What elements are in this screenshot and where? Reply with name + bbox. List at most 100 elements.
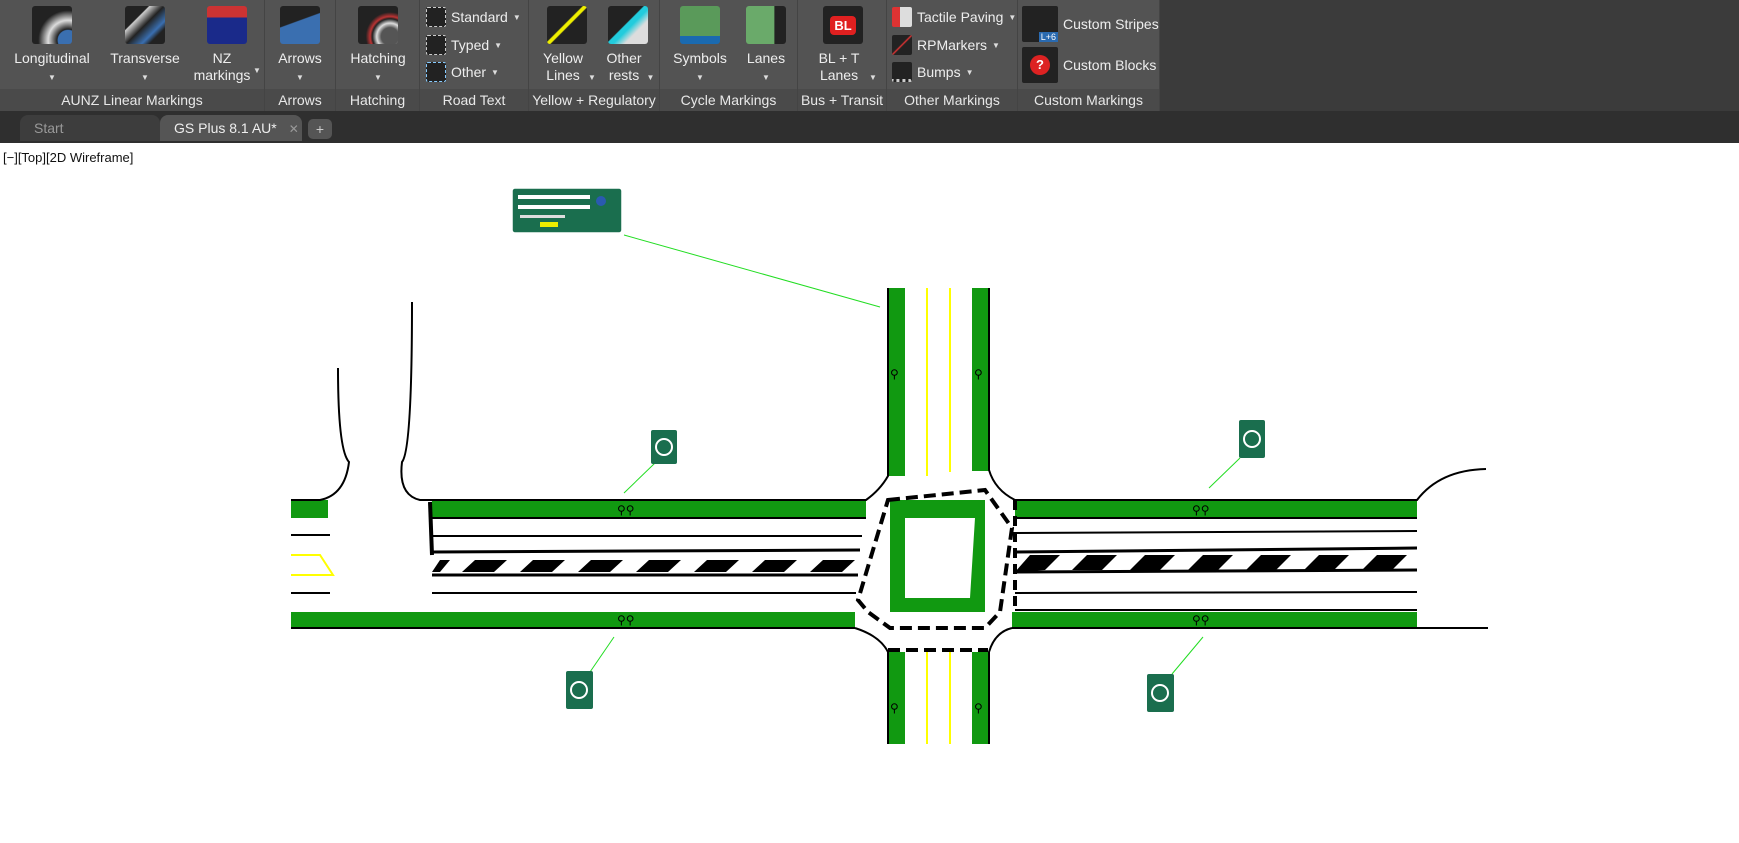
panel-cycle-markings: Symbols▼ Lanes▼ Cycle Markings — [660, 0, 798, 111]
label: Standard — [451, 9, 508, 25]
bl-t-lanes-button[interactable]: BL BL + T Lanes ▼ — [804, 4, 882, 86]
chevron-down-icon: ▼ — [141, 73, 149, 82]
standard-button[interactable]: Standard ▼ — [426, 5, 521, 29]
rpmarkers-button[interactable]: RPMarkers▼ — [892, 33, 1000, 57]
svg-text:⚲⚲: ⚲⚲ — [1192, 503, 1210, 517]
custom-stripes-icon: L+6 — [1022, 6, 1058, 42]
cycle-lane-south-left — [888, 652, 905, 744]
cycle-box — [890, 500, 985, 612]
cycle-lane-north-left — [888, 288, 905, 476]
chevron-down-icon: ▼ — [494, 40, 503, 50]
cycle-lane-stub — [291, 500, 328, 518]
ribbon: Longitudinal▼ Transverse▼ NZ markings▼ A… — [0, 0, 1739, 111]
viewport-controls[interactable]: [−][Top][2D Wireframe] — [3, 150, 134, 165]
label: Typed — [451, 37, 490, 53]
yellow-lines-icon — [547, 6, 587, 44]
lanes-button[interactable]: Lanes▼ — [738, 4, 794, 86]
label: BL + T Lanes — [818, 50, 860, 83]
label: Tactile Paving — [917, 9, 1004, 25]
tab-label: GS Plus 8.1 AU* — [174, 120, 277, 136]
cycle-sign — [1147, 674, 1174, 712]
svg-text:⚲: ⚲ — [890, 701, 899, 715]
yellow-lines-button[interactable]: Yellow Lines▼ — [537, 4, 597, 86]
bl-badge: BL — [830, 15, 856, 35]
panel-road-text: Standard ▼ Typed ▼ Other▼ Road Text — [420, 0, 529, 111]
svg-text:⚲⚲: ⚲⚲ — [617, 503, 635, 517]
road-text-icon — [426, 7, 446, 27]
panel-label: Cycle Markings — [660, 89, 797, 111]
label: Transverse — [110, 50, 180, 66]
close-tab-icon[interactable]: ✕ — [288, 122, 299, 136]
transverse-button[interactable]: Transverse ▼ — [105, 4, 185, 86]
label: Hatching — [350, 50, 406, 66]
label: RPMarkers — [917, 37, 988, 53]
stripes-badge: L+6 — [1038, 32, 1058, 42]
arrows-button[interactable]: Arrows▼ — [270, 4, 330, 86]
longitudinal-icon — [32, 6, 72, 44]
panel-label: Road Text — [420, 89, 528, 111]
rpmarkers-icon — [892, 35, 912, 55]
symbols-button[interactable]: Symbols▼ — [670, 4, 730, 86]
cycle-signs — [511, 187, 1265, 712]
panel-label: Custom Markings — [1018, 89, 1159, 111]
label: Bumps — [917, 64, 961, 80]
svg-text:⚲⚲: ⚲⚲ — [1192, 613, 1210, 627]
nz-flag-icon — [207, 6, 247, 44]
chevron-down-icon: ▼ — [48, 73, 56, 82]
chevron-down-icon: ▼ — [1008, 12, 1017, 22]
typed-button[interactable]: Typed ▼ — [426, 33, 502, 57]
tactile-paving-button[interactable]: Tactile Paving ▼ — [892, 5, 1016, 29]
road-text-icon — [426, 35, 446, 55]
label: Symbols — [673, 50, 727, 66]
panel-other-markings: Tactile Paving ▼ RPMarkers▼ Bumps▼ Other … — [887, 0, 1018, 111]
cycle-lane-right-bottom — [1012, 612, 1417, 628]
file-tabs: Start GS Plus 8.1 AU* ✕ + — [0, 111, 1739, 143]
yellow-lines — [291, 288, 951, 744]
chevron-down-icon: ▼ — [512, 12, 521, 22]
cycle-sign — [566, 671, 593, 709]
chevron-down-icon: ▼ — [491, 67, 499, 77]
chevron-down-icon: ▼ — [253, 66, 261, 75]
custom-blocks-button[interactable]: ?Custom Blocks — [1022, 47, 1156, 83]
hatching-bars — [432, 555, 1407, 572]
svg-text:⚲: ⚲ — [974, 367, 983, 381]
hatching-icon — [358, 6, 398, 44]
cycle-lane-south-right — [972, 652, 989, 744]
transverse-icon — [125, 6, 165, 44]
cycle-lane-left-top — [432, 500, 866, 518]
tab-start[interactable]: Start — [20, 115, 160, 141]
cycle-lane-left-bottom — [291, 612, 855, 628]
tab-gs-plus[interactable]: GS Plus 8.1 AU* ✕ — [160, 115, 302, 141]
label: Longitudinal — [14, 50, 90, 66]
panel-hatching: Hatching▼ Hatching — [336, 0, 420, 111]
hatching-button[interactable]: Hatching▼ — [344, 4, 412, 86]
panel-label: AUNZ Linear Markings — [0, 89, 264, 111]
crossing-outline — [855, 487, 1015, 652]
cycle-lanes-icon — [746, 6, 786, 44]
cycle-lanes — [291, 288, 1417, 744]
custom-blocks-icon: ? — [1022, 47, 1058, 83]
other-text-button[interactable]: Other▼ — [426, 60, 499, 84]
ribbon-empty — [1160, 0, 1739, 111]
panel-aunz-linear: Longitudinal▼ Transverse▼ NZ markings▼ A… — [0, 0, 265, 111]
cycle-sign — [651, 430, 677, 464]
drawing-canvas[interactable]: ⚲⚲⚲⚲⚲⚲⚲⚲ ⚲⚲⚲⚲ — [0, 143, 1739, 843]
label: NZ markings — [193, 50, 251, 83]
panel-label: Hatching — [336, 89, 419, 111]
nz-markings-button[interactable]: NZ markings▼ — [192, 4, 262, 88]
chevron-down-icon: ▼ — [869, 73, 877, 82]
panel-yellow-regulatory: Yellow Lines▼ Other rests▼ Yellow + Regu… — [529, 0, 660, 111]
other-rests-button[interactable]: Other rests▼ — [599, 4, 657, 86]
panel-label: Other Markings — [887, 89, 1017, 111]
chevron-down-icon: ▼ — [588, 73, 596, 82]
cycle-lane-north-right — [972, 288, 989, 471]
new-tab-button[interactable]: + — [308, 119, 332, 139]
label: Lanes — [746, 50, 786, 66]
bumps-button[interactable]: Bumps▼ — [892, 60, 974, 84]
longitudinal-button[interactable]: Longitudinal ▼ — [8, 4, 96, 86]
road-text-icon — [426, 62, 446, 82]
arrows-icon — [280, 6, 320, 44]
panel-arrows: Arrows▼ Arrows — [265, 0, 336, 111]
chevron-down-icon: ▼ — [296, 73, 304, 82]
